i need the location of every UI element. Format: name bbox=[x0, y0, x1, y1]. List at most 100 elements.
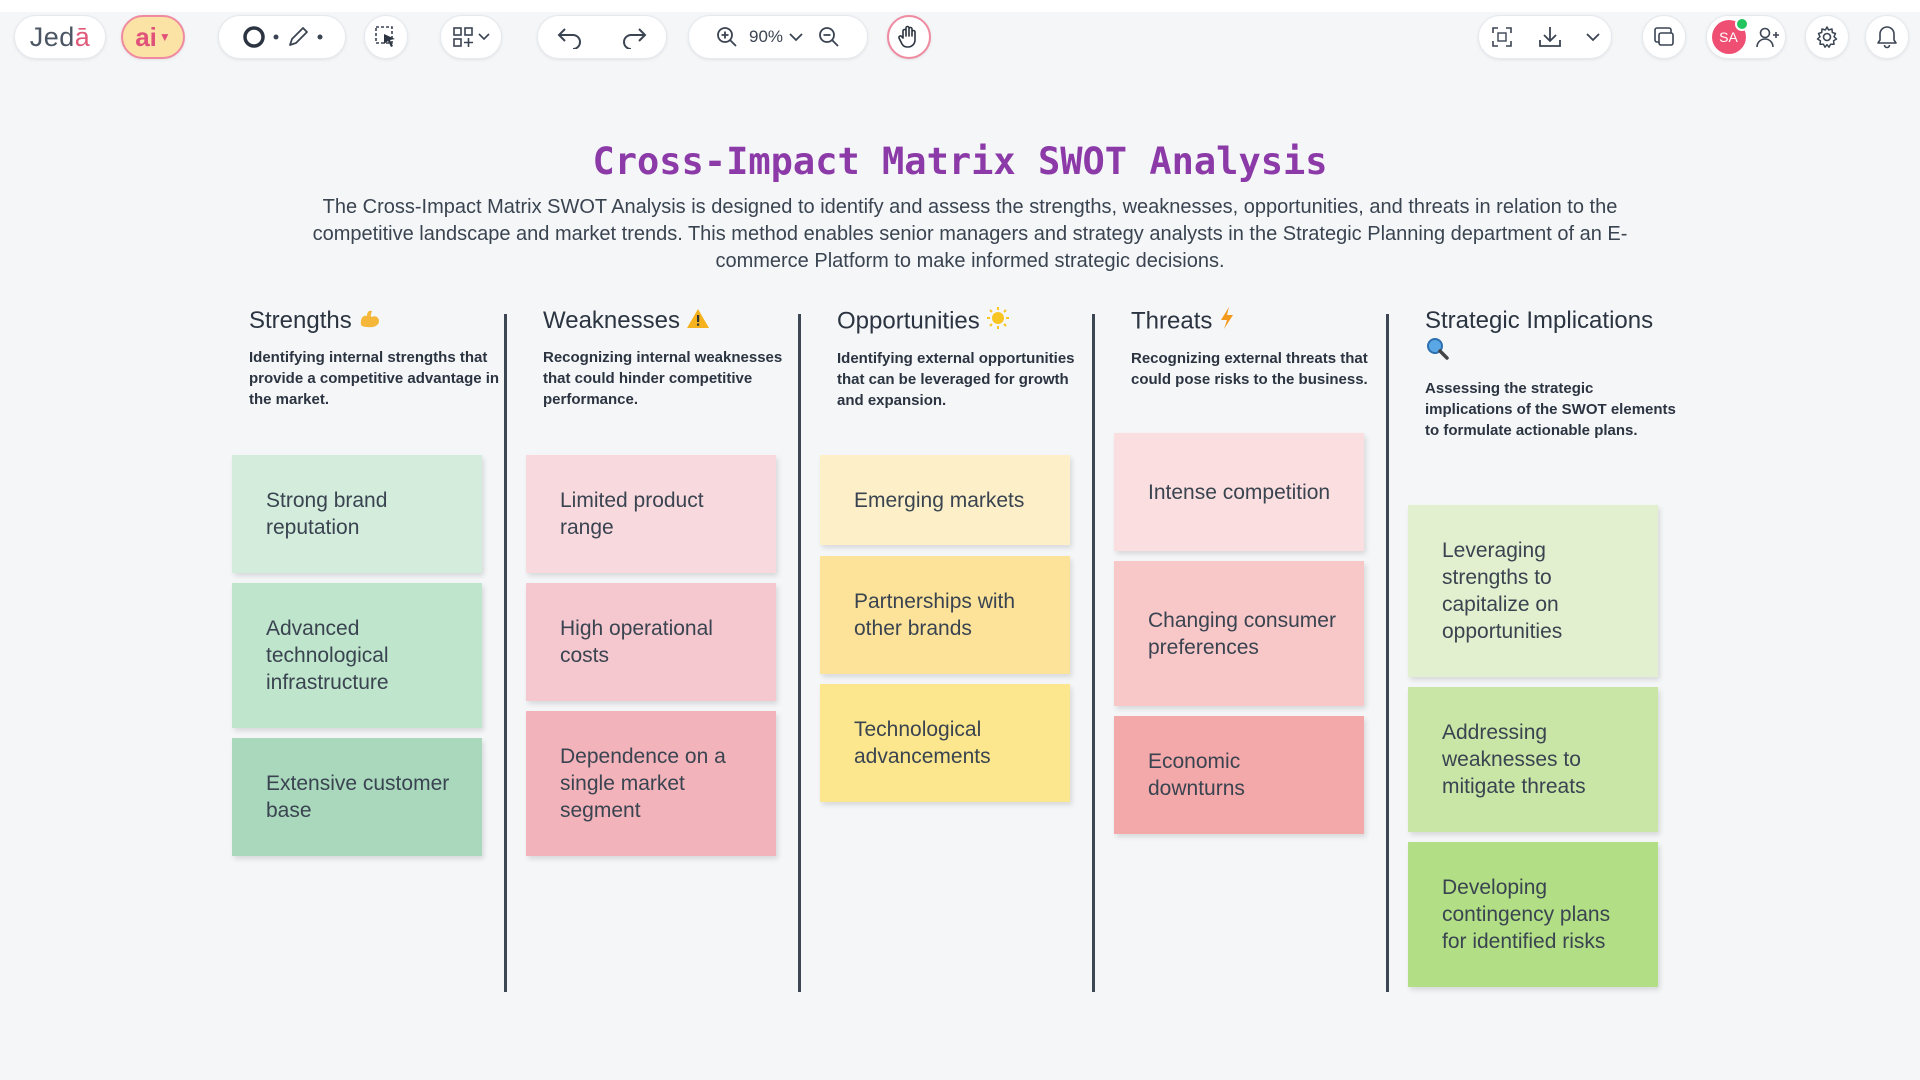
download-icon[interactable] bbox=[1537, 25, 1563, 49]
sticky-note[interactable]: Dependence on a single market segment bbox=[526, 711, 776, 856]
column-description: Assessing the strategic implications of … bbox=[1425, 380, 1676, 439]
sticky-note[interactable]: Economic downturns bbox=[1114, 716, 1364, 834]
pen-tool-icon[interactable] bbox=[285, 24, 311, 50]
lightning-emoji-icon bbox=[1218, 306, 1236, 338]
column-description: Recognizing external threats that could … bbox=[1131, 350, 1368, 388]
pan-hand-tool-button[interactable] bbox=[887, 15, 931, 59]
opportunities-column: Opportunities Identifying external oppor… bbox=[837, 306, 1097, 411]
sun-emoji-icon bbox=[986, 306, 1010, 338]
present-screen-icon bbox=[1652, 25, 1676, 49]
present-button[interactable] bbox=[1642, 15, 1686, 59]
chevron-down-icon[interactable] bbox=[1586, 32, 1600, 42]
ai-assistant-button[interactable]: ai▼ bbox=[121, 15, 185, 59]
threats-column: Threats Recognizing external threats tha… bbox=[1131, 306, 1391, 390]
sticky-note[interactable]: Changing consumer preferences bbox=[1114, 561, 1364, 706]
user-initials: SA bbox=[1719, 29, 1738, 45]
note-text: Emerging markets bbox=[854, 488, 1025, 512]
column-divider bbox=[798, 314, 801, 992]
add-user-icon[interactable] bbox=[1755, 25, 1781, 49]
sticky-note[interactable]: Leveraging strengths to capitalize on op… bbox=[1408, 505, 1658, 677]
gear-icon bbox=[1815, 25, 1839, 49]
templates-menu-button[interactable] bbox=[440, 15, 502, 59]
column-title: Strengths bbox=[249, 306, 509, 337]
ai-label: ai bbox=[135, 21, 157, 52]
dot-separator-icon bbox=[273, 34, 279, 40]
column-description: Identifying external opportunities that … bbox=[837, 350, 1075, 409]
user-avatar[interactable]: SA bbox=[1711, 17, 1749, 54]
column-title: Weaknesses bbox=[543, 306, 803, 337]
note-text: Changing consumer preferences bbox=[1148, 608, 1336, 659]
screenshot-capture-icon[interactable] bbox=[1490, 25, 1514, 49]
column-title: Threats bbox=[1131, 306, 1391, 338]
chevron-down-icon[interactable] bbox=[789, 32, 803, 42]
column-title-text: Weaknesses bbox=[543, 307, 680, 334]
column-title: Opportunities bbox=[837, 306, 1097, 338]
weaknesses-column: Weaknesses Recognizing internal weakness… bbox=[543, 306, 803, 410]
drawing-tools-group bbox=[218, 15, 346, 59]
selection-cursor-icon bbox=[373, 24, 399, 50]
select-tool-button[interactable] bbox=[364, 15, 408, 59]
brand-accent: ā bbox=[74, 21, 91, 52]
redo-icon[interactable] bbox=[620, 25, 648, 49]
magnifying-glass-emoji-icon bbox=[1425, 336, 1449, 368]
hand-icon bbox=[897, 24, 921, 50]
sticky-note[interactable]: Partnerships with other brands bbox=[820, 556, 1070, 674]
zoom-controls: 90% bbox=[688, 15, 868, 59]
export-group bbox=[1478, 15, 1612, 59]
collaborators-group: SA bbox=[1706, 15, 1786, 59]
flexed-biceps-emoji-icon bbox=[358, 307, 382, 337]
zoom-out-icon[interactable] bbox=[817, 25, 841, 49]
sticky-note[interactable]: Addressing weaknesses to mitigate threat… bbox=[1408, 687, 1658, 832]
sticky-note[interactable]: Developing contingency plans for identif… bbox=[1408, 842, 1658, 987]
top-strip bbox=[0, 0, 1920, 12]
column-title-text: Strategic Implications bbox=[1425, 307, 1654, 334]
sticky-note[interactable]: High operational costs bbox=[526, 583, 776, 701]
strategic-implications-column: Strategic Implications Assessing the str… bbox=[1425, 306, 1680, 441]
dot-separator-icon bbox=[317, 34, 323, 40]
column-divider bbox=[1386, 314, 1389, 992]
sticky-note[interactable]: Extensive customer base bbox=[232, 738, 482, 856]
grid-add-icon bbox=[452, 26, 474, 48]
note-text: Intense competition bbox=[1148, 480, 1331, 504]
sticky-note[interactable]: Limited product range bbox=[526, 455, 776, 573]
sticky-note[interactable]: Emerging markets bbox=[820, 455, 1070, 545]
undo-icon[interactable] bbox=[556, 25, 584, 49]
note-text: Extensive customer base bbox=[266, 772, 450, 822]
column-divider bbox=[1092, 314, 1095, 992]
strengths-column: Strengths Identifying internal strengths… bbox=[249, 306, 509, 410]
column-divider bbox=[504, 314, 507, 992]
column-title-text: Opportunities bbox=[837, 307, 980, 335]
brand-name: Jed bbox=[29, 21, 75, 52]
sticky-note[interactable]: Technological advancements bbox=[820, 684, 1070, 802]
column-description: Recognizing internal weaknesses that cou… bbox=[543, 348, 783, 408]
column-title-text: Threats bbox=[1131, 307, 1213, 335]
sticky-note[interactable]: Advanced technological infrastructure bbox=[232, 583, 482, 728]
board-description: The Cross-Impact Matrix SWOT Analysis is… bbox=[312, 196, 1628, 272]
note-text: Strong brand reputation bbox=[266, 489, 388, 539]
column-description: Identifying internal strengths that prov… bbox=[249, 348, 500, 408]
note-text: High operational costs bbox=[560, 617, 713, 667]
board-title: Cross-Impact Matrix SWOT Analysis bbox=[592, 140, 1328, 183]
warning-emoji-icon bbox=[686, 307, 710, 337]
sticky-note[interactable]: Strong brand reputation bbox=[232, 455, 482, 573]
zoom-in-icon[interactable] bbox=[715, 25, 739, 49]
column-title-text: Strengths bbox=[249, 307, 352, 334]
note-text: Limited product range bbox=[560, 489, 704, 539]
note-text: Developing contingency plans for identif… bbox=[1442, 876, 1611, 953]
shape-circle-tool-icon[interactable] bbox=[241, 24, 267, 50]
chevron-down-icon bbox=[478, 33, 490, 41]
chevron-down-icon: ▼ bbox=[158, 30, 171, 44]
note-text: Advanced technological infrastructure bbox=[266, 617, 389, 694]
note-text: Economic downturns bbox=[1148, 750, 1245, 800]
notifications-button[interactable] bbox=[1865, 15, 1909, 59]
note-text: Partnerships with other brands bbox=[854, 590, 1016, 640]
settings-button[interactable] bbox=[1805, 15, 1849, 59]
bell-icon bbox=[1875, 24, 1899, 50]
note-text: Technological advancements bbox=[854, 718, 991, 768]
column-title: Strategic Implications bbox=[1425, 306, 1680, 368]
note-text: Dependence on a single market segment bbox=[560, 745, 726, 822]
zoom-level-value[interactable]: 90% bbox=[748, 27, 784, 46]
undo-redo-group bbox=[537, 15, 667, 59]
sticky-note[interactable]: Intense competition bbox=[1114, 433, 1364, 551]
